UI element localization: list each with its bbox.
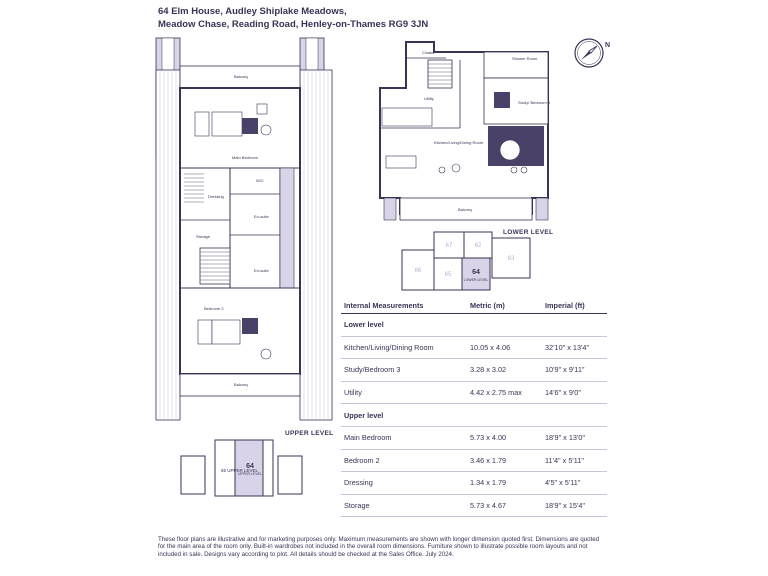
main-bedroom-label: Main Bedroom xyxy=(232,155,259,160)
header-internal-measurements: Internal Measurements xyxy=(341,298,467,314)
study-label: Study/ Bedroom 3 xyxy=(518,100,551,105)
key-lower-this-unit: 64 xyxy=(472,269,480,276)
key-upper-this-level: UPPER LEVEL xyxy=(238,472,262,476)
cloaks-label: Cloaks xyxy=(422,50,434,55)
ensuite-2-label: En-suite xyxy=(254,268,269,273)
room-name: Dressing xyxy=(341,471,467,495)
room-metric: 4.42 x 2.75 max xyxy=(467,381,542,405)
header-imperial: Imperial (ft) xyxy=(542,298,607,314)
room-name: Study/Bedroom 3 xyxy=(341,358,467,382)
room-imperial: 10'9" x 9'11" xyxy=(542,358,607,382)
room-imperial: 14'6" x 9'0" xyxy=(542,381,607,405)
room-metric: 5.73 x 4.67 xyxy=(467,494,542,518)
lower-level-label: LOWER LEVEL xyxy=(503,229,554,236)
room-name: Kitchen/Living/Dining Room xyxy=(341,336,467,360)
key-lower-62: 62 xyxy=(475,243,482,249)
upper-level-key-plan: 65 UPPER LEVEL 64 UPPER LEVEL xyxy=(180,439,303,497)
lower-balcony-label: Balcony xyxy=(458,207,472,212)
room-metric: 3.46 x 1.79 xyxy=(467,449,542,473)
key-lower-67: 67 xyxy=(446,243,453,249)
shower-room-label: Shower Room xyxy=(512,56,538,61)
section-row-lower-level: Lower level xyxy=(341,313,607,337)
bedroom-2-label: Bedroom 2 xyxy=(204,306,224,311)
upper-balcony-bottom-label: Balcony xyxy=(234,382,248,387)
storage-label: Storage xyxy=(196,234,211,239)
room-imperial: 18'9" x 13'0" xyxy=(542,426,607,450)
section-label: Lower level xyxy=(341,313,607,337)
title-line-1: 64 Elm House, Audley Shiplake Meadows, xyxy=(158,6,347,17)
table-row: Main Bedroom 5.73 x 4.00 18'9" x 13'0" xyxy=(341,426,607,450)
utility-label: Utility xyxy=(424,96,434,101)
table-row: Utility 4.42 x 2.75 max 14'6" x 9'0" xyxy=(341,381,607,405)
room-metric: 5.73 x 4.00 xyxy=(467,426,542,450)
key-lower-66: 66 xyxy=(415,268,422,274)
upper-level-floor-plan: Balcony Main Bedroom W/C Dressing En-sui… xyxy=(155,37,333,421)
title-line-2: Meadow Chase, Reading Road, Henley-on-Th… xyxy=(158,19,429,30)
section-row-upper-level: Upper level xyxy=(341,403,607,427)
key-upper-left-unit: 65 UPPER LEVEL xyxy=(221,468,259,473)
table-row: Study/Bedroom 3 3.28 x 3.02 10'9" x 9'11… xyxy=(341,358,607,382)
room-metric: 3.28 x 3.02 xyxy=(467,358,542,382)
lower-level-key-plan: 67 62 63 66 65 64 LOWER LEVEL xyxy=(401,231,531,291)
property-title: 64 Elm House, Audley Shiplake Meadows, M… xyxy=(158,5,428,31)
key-lower-this-level: LOWER LEVEL xyxy=(464,278,489,282)
room-name: Storage xyxy=(341,494,467,518)
table-row: Dressing 1.34 x 1.79 4'5" x 5'11" xyxy=(341,471,607,495)
upper-level-label: UPPER LEVEL xyxy=(285,430,334,437)
upper-balcony-top-label: Balcony xyxy=(234,74,248,79)
kitchen-label: Kitchen/Living/Dining Room xyxy=(434,140,484,145)
room-imperial: 4'5" x 5'11" xyxy=(542,471,607,495)
room-name: Main Bedroom xyxy=(341,426,467,450)
key-lower-65: 65 xyxy=(445,272,452,278)
room-metric: 10.05 x 4.06 xyxy=(467,336,542,360)
room-name: Bedroom 2 xyxy=(341,449,467,473)
lower-level-floor-plan: Cloaks Utility Shower Room Study/ Bedroo… xyxy=(379,41,551,221)
key-lower-63: 63 xyxy=(508,256,515,262)
room-imperial: 32'10" x 13'4" xyxy=(542,336,607,360)
key-upper-this-unit: 64 xyxy=(246,463,254,470)
dressing-label: Dressing xyxy=(208,194,224,199)
room-metric: 1.34 x 1.79 xyxy=(467,471,542,495)
measurements-table: Internal Measurements Metric (m) Imperia… xyxy=(341,298,607,518)
table-row: Bedroom 2 3.46 x 1.79 11'4" x 5'11" xyxy=(341,449,607,473)
compass-icon: N xyxy=(574,38,610,68)
table-row: Storage 5.73 x 4.67 18'9" x 15'4" xyxy=(341,494,607,518)
table-header-row: Internal Measurements Metric (m) Imperia… xyxy=(341,298,607,314)
wc-label: W/C xyxy=(256,178,264,183)
room-imperial: 11'4" x 5'11" xyxy=(542,449,607,473)
disclaimer-text: These floor plans are illustrative and f… xyxy=(158,536,600,558)
section-label: Upper level xyxy=(341,403,607,427)
compass-north-label: N xyxy=(605,42,610,49)
ensuite-1-label: En-suite xyxy=(254,214,269,219)
header-metric: Metric (m) xyxy=(467,298,542,314)
room-imperial: 18'9" x 15'4" xyxy=(542,494,607,518)
room-name: Utility xyxy=(341,381,467,405)
table-row: Kitchen/Living/Dining Room 10.05 x 4.06 … xyxy=(341,336,607,360)
